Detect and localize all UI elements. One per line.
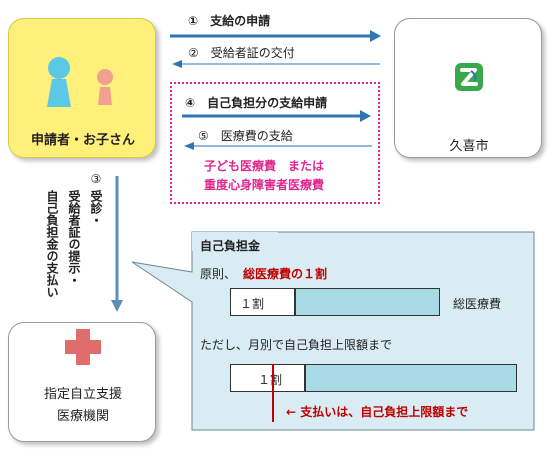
step3-col3: 自己負担金の支払い	[45, 190, 59, 298]
limit-note: ただし、月別で自己負担上限額まで	[200, 338, 393, 352]
city-logo-icon	[455, 63, 483, 91]
bar1-label: １割	[240, 297, 265, 311]
bar1-patient-share	[230, 288, 295, 316]
applicant-label: 申請者・お子さん	[30, 133, 135, 148]
program-line2: 重度心身障害者医療費	[204, 178, 325, 192]
person-icons	[47, 57, 113, 107]
bar1-caption: 総医療費	[453, 297, 502, 311]
adult-icon	[47, 57, 71, 107]
step3-col1: 受診・	[89, 190, 103, 226]
medical-cross-icon	[65, 329, 101, 365]
applicant-box: 申請者・お子さん	[8, 18, 156, 158]
step4-label: ④ 自己負担分の支給申請	[185, 96, 328, 110]
step5-label: ⑤ 医療費の支給	[198, 129, 293, 143]
city-box: 久喜市	[394, 18, 542, 158]
limit-arrow-text: ← 支払いは、自己負担上限額まで	[286, 405, 469, 419]
limit-marker-line	[272, 364, 274, 422]
step1-label: ① 支給の申請	[188, 14, 271, 28]
arrow-step1	[170, 30, 381, 42]
step3-col2: 受給者証の提示・	[67, 190, 81, 286]
step3-number: ③	[89, 172, 103, 186]
arrow-step3	[111, 176, 123, 312]
bar2-total-cost	[305, 364, 517, 392]
hospital-box: 指定自立支援 医療機関	[8, 322, 156, 442]
arrow-step4	[182, 110, 371, 122]
hospital-name-line2: 医療機関	[56, 409, 109, 424]
panel-title: 自己負担金	[200, 239, 261, 253]
arrow-step2	[172, 60, 380, 68]
rule-prefix: 原則、	[200, 267, 237, 281]
rule-highlight: 総医療費の１割	[243, 267, 328, 281]
arrow-step5	[184, 142, 372, 150]
step2-label: ② 受給者証の交付	[188, 46, 295, 60]
city-label: 久喜市	[449, 139, 489, 154]
child-icon	[97, 69, 113, 105]
bar1-total-cost	[295, 288, 440, 316]
reimbursement-group	[170, 82, 380, 204]
program-line1: 子ども医療費 または	[204, 159, 325, 173]
bar2-patient-share	[230, 364, 305, 392]
hospital-name-line1: 指定自立支援	[43, 387, 122, 402]
bar2-label: １割	[258, 373, 283, 387]
